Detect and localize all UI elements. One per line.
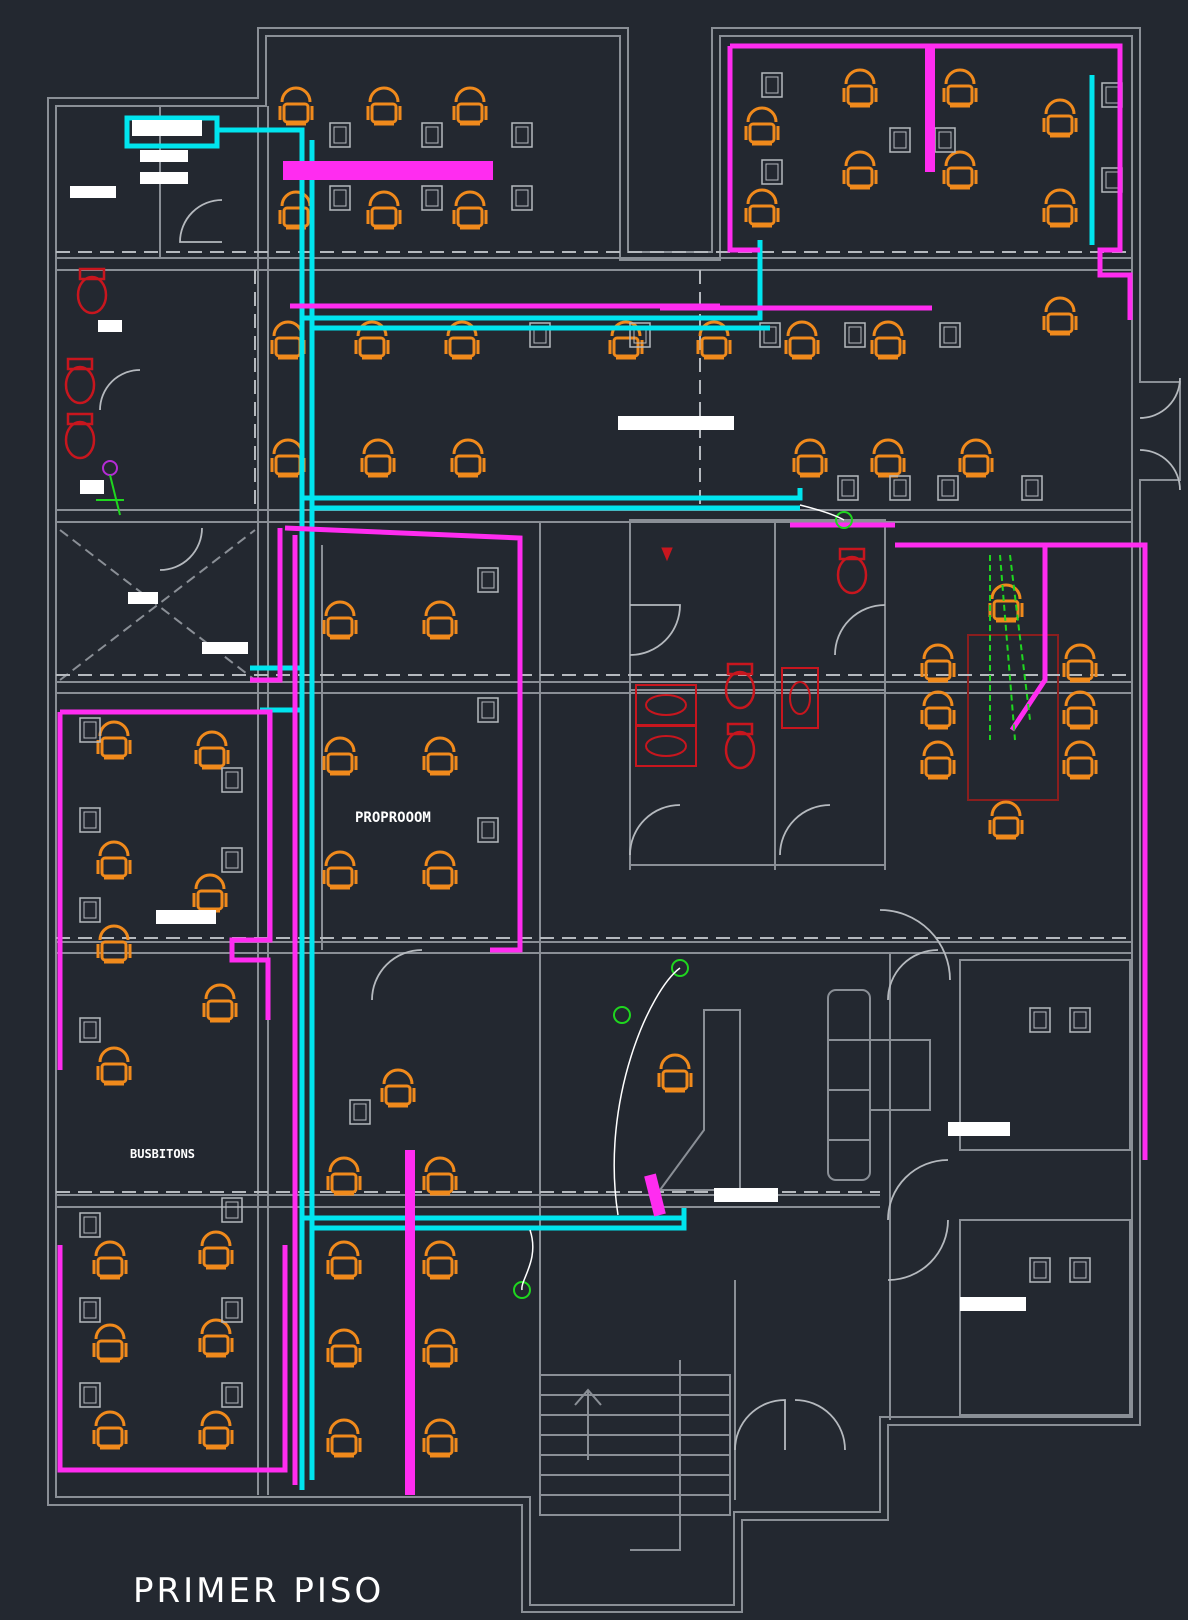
sink-icon bbox=[645, 694, 687, 716]
drawing-title: PRIMER PISO bbox=[133, 1571, 384, 1611]
label-blocks: PROPROOOM BUSBITONS bbox=[70, 120, 1026, 1311]
valve-icon bbox=[671, 959, 689, 977]
label-block bbox=[80, 480, 104, 494]
label-block bbox=[714, 1188, 778, 1202]
label-block bbox=[98, 320, 122, 332]
flow-line bbox=[613, 967, 681, 1216]
label-block bbox=[140, 172, 188, 184]
flow-line bbox=[521, 1229, 534, 1291]
label-block bbox=[948, 1122, 1010, 1136]
label-block bbox=[618, 416, 734, 430]
label-block bbox=[140, 150, 188, 162]
label-block bbox=[70, 186, 116, 198]
room-label-main: PROPROOOM bbox=[355, 810, 431, 826]
doors bbox=[99, 199, 1181, 1451]
label-block bbox=[960, 1297, 1026, 1311]
sink-icon bbox=[645, 735, 687, 757]
drain-icon bbox=[661, 547, 673, 562]
valve-icon bbox=[835, 511, 853, 529]
sink-icon bbox=[635, 725, 697, 767]
duct-return bbox=[57, 43, 1148, 1495]
valve-icon bbox=[613, 1006, 631, 1024]
duct-supply bbox=[124, 75, 1095, 1490]
sink-icon bbox=[781, 667, 819, 729]
room-label-lower-left: BUSBITONS bbox=[130, 1147, 195, 1161]
sink-icon bbox=[789, 681, 811, 715]
label-block bbox=[128, 592, 158, 604]
flow-line bbox=[799, 504, 845, 521]
sanitary-fixtures bbox=[64, 267, 868, 770]
label-block bbox=[132, 120, 202, 136]
valve-icon bbox=[513, 1281, 531, 1299]
valves bbox=[96, 460, 1031, 1299]
label-block bbox=[202, 642, 248, 654]
label-block bbox=[156, 910, 216, 924]
